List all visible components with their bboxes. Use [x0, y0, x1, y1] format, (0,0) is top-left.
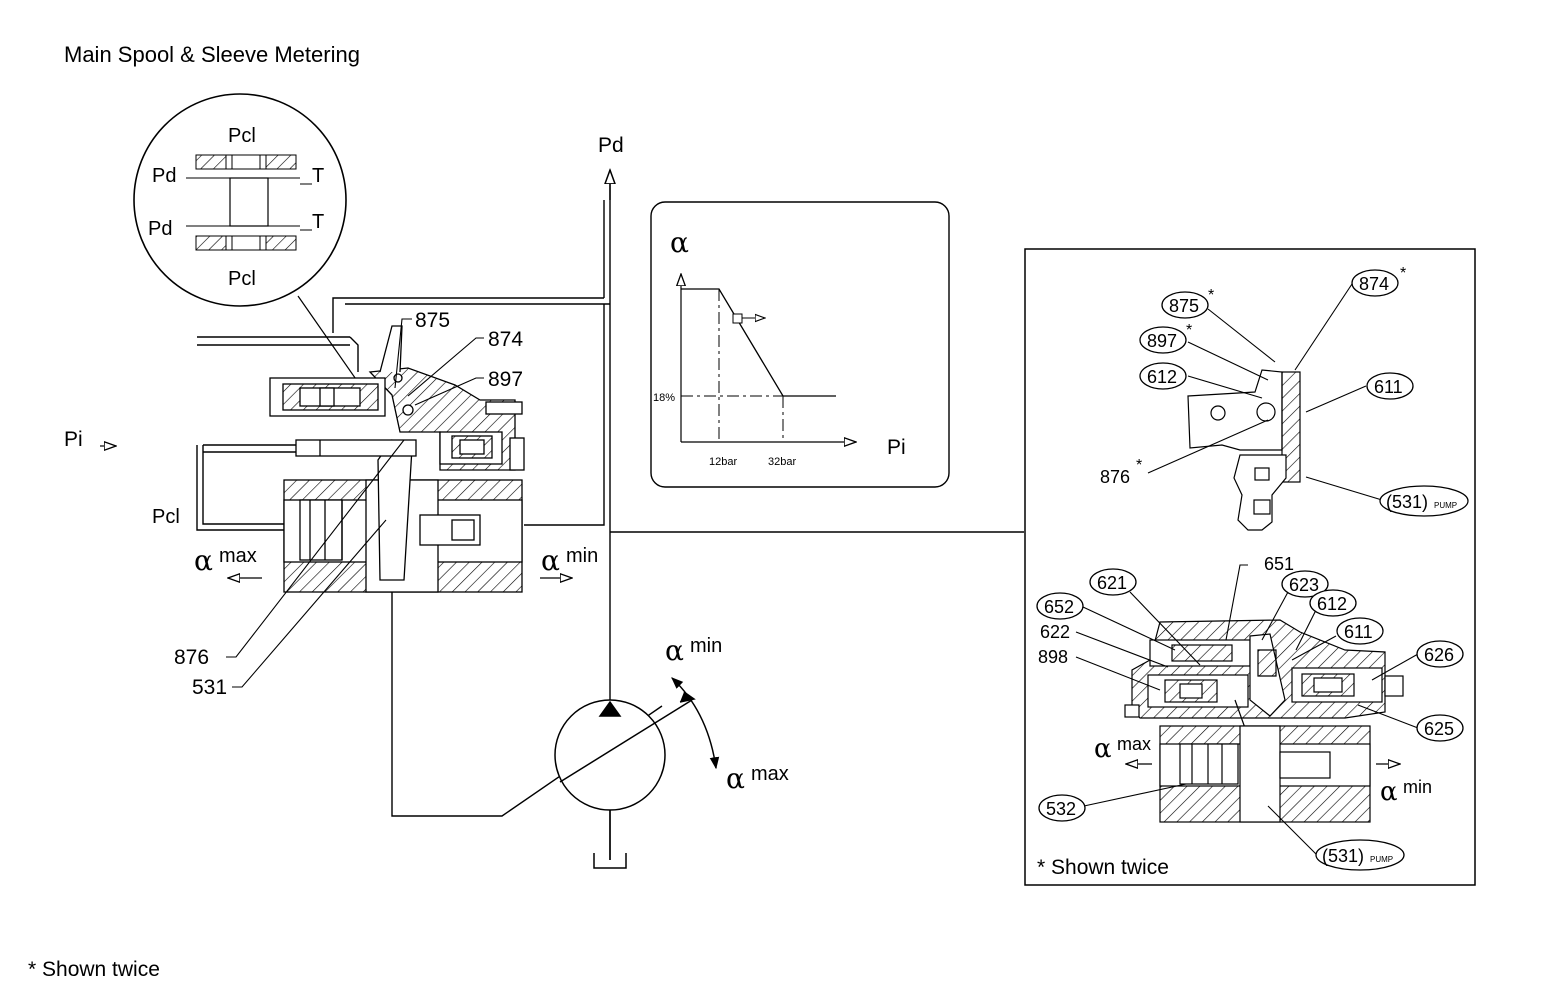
panel-shown-twice-note: * Shown twice — [1037, 856, 1169, 879]
circle-pcl-top-label: Pcl — [228, 125, 256, 147]
balloon-531-pump-bottom: (531) PUMP — [1315, 839, 1405, 871]
footnote: * Shown twice — [28, 958, 160, 981]
svg-text:PUMP: PUMP — [1370, 855, 1393, 864]
diagram-title: Main Spool & Sleeve Metering — [64, 42, 360, 67]
svg-text:min: min — [1403, 777, 1432, 797]
svg-text:(531): (531) — [1386, 492, 1428, 512]
graph-y-axis-label: α — [670, 226, 689, 259]
svg-text:*: * — [1186, 322, 1192, 339]
schematic-leader-lines — [226, 318, 484, 688]
alpha-max-indicator-left: α max — [194, 544, 262, 578]
pcl-left-label: Pcl — [152, 506, 180, 528]
alpha-min-indicator-panel: α min — [1376, 764, 1432, 807]
svg-text:876: 876 — [1100, 467, 1130, 487]
svg-text:PUMP: PUMP — [1434, 501, 1457, 510]
svg-text:621: 621 — [1097, 573, 1127, 593]
svg-text:α: α — [665, 634, 684, 667]
pump-alpha-min-label: α min — [665, 634, 722, 667]
label-876-top: 876 * — [1100, 457, 1142, 487]
alpha-min-indicator-left: α min — [540, 544, 598, 578]
part-897-label: 897 — [488, 368, 523, 391]
parts-top-leader-lines — [1147, 283, 1383, 501]
circle-t-lower-label: T — [312, 211, 324, 233]
balloon-875-top: 875 * — [1161, 287, 1214, 319]
alpha-max-indicator-panel: α max — [1094, 734, 1152, 764]
svg-text:*: * — [1208, 287, 1214, 304]
balloon-652: 652 — [1036, 592, 1084, 620]
parts-bottom-drawing — [1124, 619, 1404, 823]
svg-text:532: 532 — [1046, 799, 1076, 819]
characteristic-graph — [650, 201, 950, 488]
svg-text:α: α — [541, 544, 560, 577]
svg-text:*: * — [1136, 457, 1142, 474]
svg-text:612: 612 — [1317, 594, 1347, 614]
svg-text:α: α — [1094, 734, 1112, 764]
svg-text:α: α — [726, 762, 745, 795]
svg-text:(531): (531) — [1322, 846, 1364, 866]
circle-pd-upper-label: Pd — [152, 165, 176, 187]
svg-text:652: 652 — [1044, 597, 1074, 617]
part-531-label: 531 — [192, 676, 227, 699]
circle-pd-lower-label: Pd — [148, 218, 172, 240]
label-898: 898 — [1038, 647, 1068, 667]
balloon-874-top: 874 * — [1351, 265, 1406, 297]
svg-text:612: 612 — [1147, 367, 1177, 387]
svg-text:874: 874 — [1359, 274, 1389, 294]
pi-input-label: Pi — [64, 428, 83, 451]
svg-text:626: 626 — [1424, 645, 1454, 665]
pump-alpha-max-label: α max — [726, 762, 789, 795]
svg-text:max: max — [219, 545, 257, 567]
part-874-label: 874 — [488, 328, 523, 351]
balloon-611-top: 611 — [1366, 372, 1414, 400]
balloon-612-top: 612 — [1139, 362, 1187, 390]
parts-bottom-leader-lines — [1075, 564, 1419, 855]
balloon-626: 626 — [1416, 640, 1464, 668]
label-651: 651 — [1264, 554, 1294, 574]
regulator-assembly — [269, 325, 525, 593]
svg-text:α: α — [194, 544, 213, 577]
variable-pump-symbol — [554, 677, 720, 869]
circle-t-upper-label: T — [312, 165, 324, 187]
svg-text:min: min — [566, 545, 598, 567]
label-622: 622 — [1040, 622, 1070, 642]
balloon-625: 625 — [1416, 714, 1464, 742]
part-876-label: 876 — [174, 646, 209, 669]
balloon-897-top: 897 * — [1139, 322, 1192, 354]
svg-text:*: * — [1400, 265, 1406, 282]
pd-top-label: Pd — [598, 134, 624, 157]
svg-text:623: 623 — [1289, 575, 1319, 595]
circle-pcl-bottom-label: Pcl — [228, 268, 256, 290]
balloon-611-bottom: 611 — [1336, 617, 1384, 645]
graph-tick-32bar: 32bar — [768, 456, 796, 468]
graph-tick-12bar: 12bar — [709, 456, 737, 468]
balloon-532: 532 — [1038, 794, 1086, 822]
svg-text:max: max — [1117, 734, 1151, 754]
parts-top-drawing — [1187, 369, 1301, 531]
metering-detail-circle — [133, 93, 361, 386]
part-875-label: 875 — [415, 309, 450, 332]
svg-text:897: 897 — [1147, 331, 1177, 351]
graph-x-axis-label: Pi — [887, 436, 906, 459]
svg-text:611: 611 — [1344, 622, 1373, 642]
balloon-612-bottom: 612 — [1309, 589, 1357, 617]
balloon-623: 623 — [1281, 570, 1329, 598]
graph-level-label: 18% — [653, 392, 675, 404]
svg-text:611: 611 — [1374, 377, 1403, 397]
balloon-531-pump-top: (531) PUMP — [1379, 485, 1469, 517]
svg-text:min: min — [690, 635, 722, 657]
svg-text:max: max — [751, 763, 789, 785]
svg-text:625: 625 — [1424, 719, 1454, 739]
svg-text:α: α — [1380, 777, 1398, 807]
svg-text:875: 875 — [1169, 296, 1199, 316]
balloon-621: 621 — [1089, 568, 1137, 596]
